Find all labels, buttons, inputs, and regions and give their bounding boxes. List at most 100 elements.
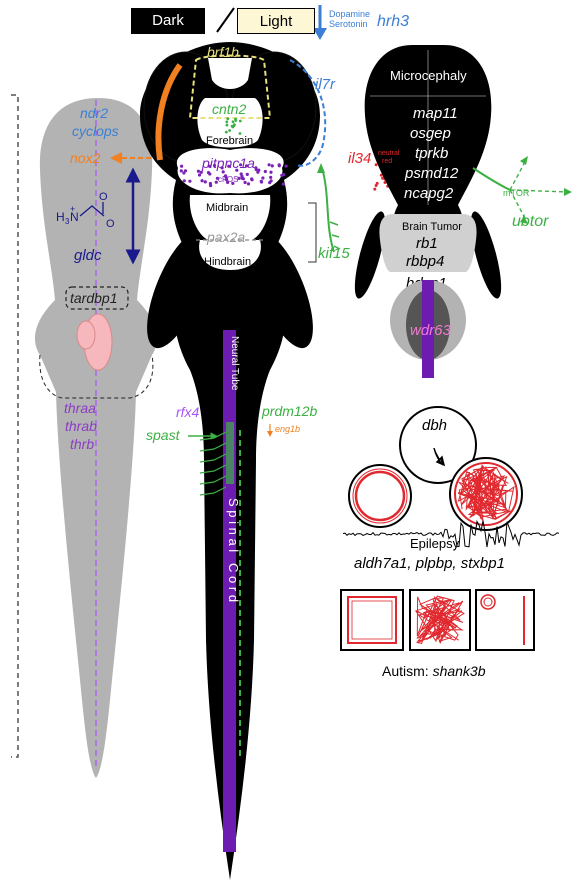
spast-zone <box>226 422 234 484</box>
hindbrain-label: Hindbrain <box>204 256 251 268</box>
movement-track <box>457 464 515 522</box>
epilepsy-mutant-track <box>454 462 518 526</box>
marker-dot <box>228 129 232 132</box>
hindbrain-region <box>199 240 261 270</box>
marker-dot <box>383 181 387 184</box>
autism-track-1 <box>347 596 397 644</box>
marker-dot <box>215 176 219 180</box>
glycine-o-minus: O <box>106 218 115 230</box>
autism-track-3-loop-inner <box>483 597 493 607</box>
right-brain-left-fin <box>354 211 386 299</box>
marker-dot <box>231 120 235 124</box>
marker-dot <box>282 173 286 177</box>
glycine-h: H <box>56 210 65 224</box>
marker-dot <box>232 124 236 128</box>
thrb-label: thrb <box>70 436 94 452</box>
nox2-arrowhead <box>110 152 122 164</box>
right-brain-right-fin <box>470 211 502 299</box>
marker-dot <box>277 164 281 168</box>
pitpnc1a-dots <box>179 163 288 188</box>
marker-dot <box>188 179 192 183</box>
midbrain-label: Midbrain <box>206 202 248 214</box>
marker-dot <box>180 164 184 168</box>
epilepsy-wt-track <box>354 470 406 522</box>
pitpnc1a-label: pitpnc1a <box>201 155 255 171</box>
marker-dot <box>238 132 242 135</box>
spast-neuron-line <box>199 486 227 496</box>
autism-gene: shank3b <box>433 663 486 679</box>
marker-dot <box>246 182 251 186</box>
spast-neuron-line <box>199 442 227 452</box>
marker-dot <box>224 177 228 182</box>
dopamine-label: Dopamine <box>329 9 370 19</box>
length-bracket <box>11 94 19 758</box>
marker-dot <box>196 169 200 173</box>
ndr2-label: ndr2 <box>80 105 108 121</box>
rfx4-label: rfx4 <box>176 404 200 420</box>
glycine-o: O <box>99 191 108 203</box>
glycine-bonds <box>79 202 105 217</box>
prdm12b-label: prdm12b <box>261 403 317 419</box>
marker-dot <box>234 119 238 122</box>
cntn2-label: cntn2 <box>212 101 246 117</box>
brf1b-outline <box>188 54 272 119</box>
forebrain-region <box>197 98 263 148</box>
marker-dot <box>237 176 241 180</box>
il34-label: il34 <box>348 150 371 167</box>
marker-dot <box>224 130 228 134</box>
spast-label: spast <box>146 427 181 443</box>
olfactory-region <box>208 58 252 89</box>
gldc-label: gldc <box>74 247 102 264</box>
neutral-label: neutral <box>378 150 400 157</box>
movement-track <box>414 595 465 645</box>
gene-osgep: osgep <box>410 125 451 142</box>
marker-dot <box>268 181 272 185</box>
marker-dot <box>183 169 188 173</box>
marker-dot <box>244 164 249 168</box>
autism-track-2 <box>414 595 465 645</box>
tumor-title: Brain Tumor <box>402 221 462 233</box>
spast-neuron-line <box>199 453 227 463</box>
liver-lobe <box>76 320 96 350</box>
mtor-neuron <box>472 167 511 191</box>
retina-orange-arc <box>155 63 183 161</box>
marker-dot <box>269 175 273 179</box>
marker-dot <box>238 119 242 123</box>
autism-label: Autism: shank3b <box>382 663 486 679</box>
marker-dot <box>182 171 186 175</box>
cntn2-dots <box>224 117 242 135</box>
mtor-label: mTOR <box>503 188 530 198</box>
nox2-label: nox2 <box>70 150 101 166</box>
gene-rbbp4: rbbp4 <box>406 253 444 270</box>
autism-track-1-inner <box>351 600 393 640</box>
kif15-soma <box>317 163 325 173</box>
marker-dot <box>212 163 217 168</box>
left-larva-yolk-outline <box>39 354 154 399</box>
left-larva-body <box>35 98 157 778</box>
glycine-sub3: 3 <box>65 217 70 226</box>
marker-dot <box>227 164 231 168</box>
il7r-outline <box>289 59 327 167</box>
marker-dot <box>373 187 377 191</box>
gene-ncapg2: ncapg2 <box>404 185 454 202</box>
marker-dot <box>197 173 202 177</box>
glycine-n: N <box>70 210 79 224</box>
midbrain-region <box>189 195 271 240</box>
epilepsy-label: Epilepsy <box>410 536 460 551</box>
midbrain-upper-region <box>176 148 284 194</box>
marker-dot <box>245 172 249 176</box>
wdr63-label: wdr63 <box>410 322 452 339</box>
marker-dot <box>239 172 243 176</box>
eeg-trace <box>342 519 560 548</box>
microcephaly-title: Microcephaly <box>390 68 467 83</box>
brf1b-label: brf1b <box>207 44 239 60</box>
marker-dot <box>220 166 224 170</box>
marker-dot <box>254 168 258 172</box>
dbh-larva <box>433 447 446 467</box>
marker-dot <box>267 163 271 167</box>
marker-dot <box>374 163 378 167</box>
marker-dot <box>226 180 230 184</box>
red-label: red <box>382 158 392 165</box>
eng1b-label: eng1b <box>275 424 300 434</box>
dbh-label: dbh <box>422 417 447 434</box>
